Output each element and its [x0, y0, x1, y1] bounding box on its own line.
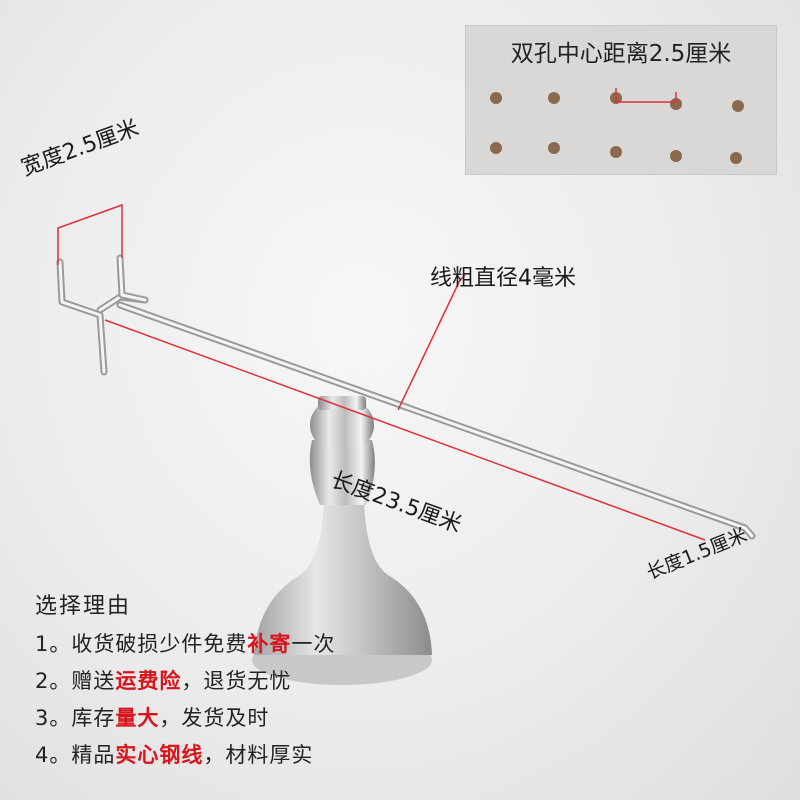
- pegboard-inset: 双孔中心距离2.5厘米: [465, 25, 777, 175]
- reasons-title: 选择理由: [35, 594, 132, 619]
- pegboard-holes: [490, 88, 744, 164]
- reason-text-end: ，退货无忧: [181, 669, 292, 693]
- reason-highlight: 补寄: [247, 632, 292, 656]
- reason-item: 2。赠送运费险，退货无忧: [35, 663, 455, 700]
- wire-diameter-label: 线粗直径4毫米: [430, 266, 576, 291]
- display-hook: [56, 254, 756, 540]
- reason-number: 1。: [35, 632, 72, 656]
- reason-text: 收货破损少件免费: [71, 632, 248, 656]
- reason-highlight: 量大: [115, 706, 160, 730]
- reason-number: 4。: [35, 743, 72, 767]
- reason-text: 精品: [71, 743, 116, 767]
- reason-text: 赠送: [71, 669, 116, 693]
- reason-text: 库存: [71, 706, 116, 730]
- reason-text-end: ，发货及时: [159, 706, 270, 730]
- inset-title: 双孔中心距离2.5厘米: [510, 41, 732, 67]
- reason-item: 4。精品实心钢线，材料厚实: [35, 737, 455, 774]
- reason-item: 3。库存量大，发货及时: [35, 700, 455, 737]
- stand: [252, 396, 432, 685]
- reasons-list: 选择理由 1。收货破损少件免费补寄一次 2。赠送运费险，退货无忧 3。库存量大，…: [35, 588, 455, 774]
- reason-text-end: 一次: [291, 632, 336, 656]
- reason-text-end: ，材料厚实: [203, 743, 314, 767]
- reason-number: 2。: [35, 669, 72, 693]
- dimension-lines: [57, 203, 706, 541]
- reason-highlight: 运费险: [115, 669, 182, 693]
- reason-item: 1。收货破损少件免费补寄一次: [35, 626, 455, 663]
- reason-highlight: 实心钢线: [115, 743, 204, 767]
- reason-number: 3。: [35, 706, 72, 730]
